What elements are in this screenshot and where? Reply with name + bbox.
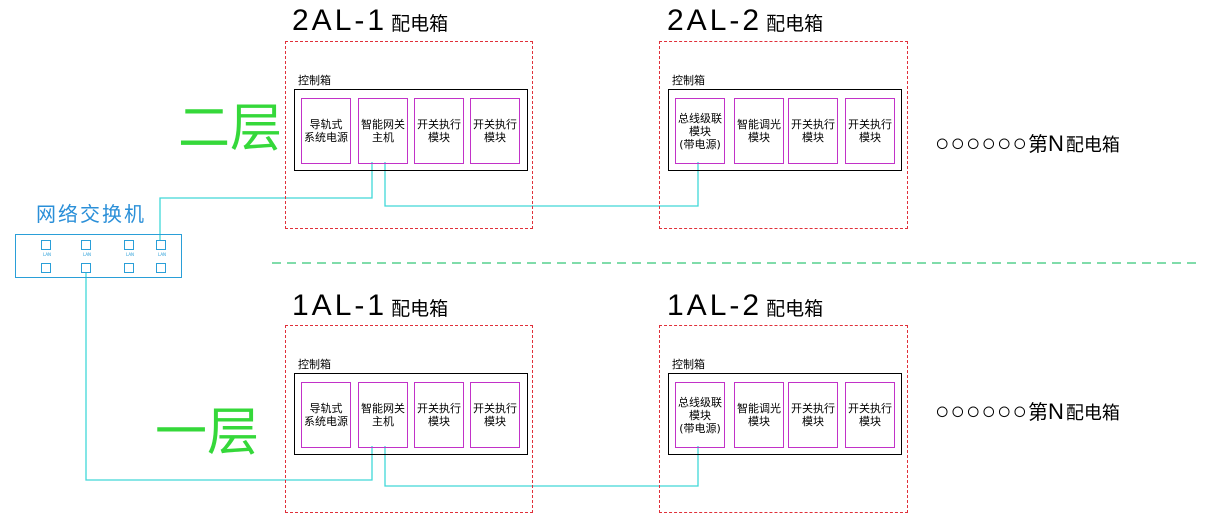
module-bus-cascade: 总线级联 模块 (带电源) — [675, 382, 725, 448]
module-switch-actuator: 开关执行 模块 — [845, 98, 895, 164]
network-cable-upper — [159, 162, 373, 241]
control-box-label: 控制箱 — [298, 74, 331, 87]
control-box-label: 控制箱 — [672, 74, 705, 87]
lan-port — [41, 263, 51, 273]
network-cable-lower — [85, 273, 373, 481]
module-switch-actuator: 开关执行 模块 — [788, 98, 838, 164]
module-switch-actuator: 开关执行 模块 — [414, 98, 464, 164]
lan-port-label: LAN — [126, 252, 135, 257]
module-gateway-host: 智能网关 主机 — [358, 98, 408, 164]
lan-port-label: LAN — [43, 252, 52, 257]
lan-port — [81, 240, 91, 250]
lan-port — [156, 240, 166, 250]
module-dimmer: 智能调光 模块 — [734, 98, 784, 164]
network-switch: LAN LAN LAN LAN — [15, 234, 182, 278]
distribution-box-1al1: 控制箱 导轨式 系统电源 智能网关 主机 开关执行 模块 开关执行 模块 — [285, 325, 533, 513]
lan-port — [156, 263, 166, 273]
distribution-box-2al2: 控制箱 总线级联 模块 (带电源) 智能调光 模块 开关执行 模块 开关执行 模… — [659, 41, 908, 229]
module-switch-actuator: 开关执行 模块 — [845, 382, 895, 448]
floor-label-upper: 二层 — [178, 99, 283, 159]
control-box-label: 控制箱 — [298, 358, 331, 371]
module-gateway-host: 智能网关 主机 — [358, 382, 408, 448]
lan-port — [41, 240, 51, 250]
module-switch-actuator: 开关执行 模块 — [470, 382, 520, 448]
control-box: 导轨式 系统电源 智能网关 主机 开关执行 模块 开关执行 模块 — [294, 89, 528, 171]
module-switch-actuator: 开关执行 模块 — [788, 382, 838, 448]
control-box-label: 控制箱 — [672, 358, 705, 371]
module-dimmer: 智能调光 模块 — [734, 382, 784, 448]
floor-label-lower: 一层 — [155, 403, 260, 463]
module-bus-cascade: 总线级联 模块 (带电源) — [675, 98, 725, 164]
module-switch-actuator: 开关执行 模块 — [470, 98, 520, 164]
lan-port — [124, 240, 134, 250]
lan-port — [81, 263, 91, 273]
distribution-box-1al2: 控制箱 总线级联 模块 (带电源) 智能调光 模块 开关执行 模块 开关执行 模… — [659, 325, 908, 513]
module-switch-actuator: 开关执行 模块 — [414, 382, 464, 448]
lan-port — [124, 263, 134, 273]
control-box: 总线级联 模块 (带电源) 智能调光 模块 开关执行 模块 开关执行 模块 — [668, 373, 902, 455]
bus-cable-upper — [384, 162, 699, 207]
switch-title: 网络交换机 — [36, 202, 146, 226]
bus-cable-lower — [384, 446, 699, 487]
control-box: 导轨式 系统电源 智能网关 主机 开关执行 模块 开关执行 模块 — [294, 373, 528, 455]
lan-port-label: LAN — [83, 252, 92, 257]
module-rail-power: 导轨式 系统电源 — [301, 382, 351, 448]
module-rail-power: 导轨式 系统电源 — [301, 98, 351, 164]
distribution-box-2al1: 控制箱 导轨式 系统电源 智能网关 主机 开关执行 模块 开关执行 模块 — [285, 41, 533, 229]
control-box: 总线级联 模块 (带电源) 智能调光 模块 开关执行 模块 开关执行 模块 — [668, 89, 902, 171]
lan-port-label: LAN — [158, 252, 167, 257]
